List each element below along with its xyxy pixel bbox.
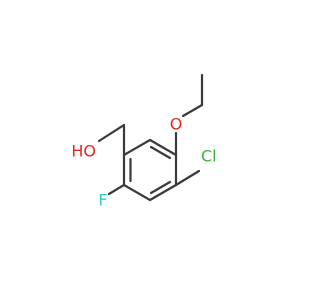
fluorine-label: F [98, 191, 107, 210]
molecule-structure: O Cl F HO [71, 73, 217, 210]
ring-bond-c6-c1 [122, 138, 152, 157]
ring-double-bond-c1-c2 [149, 145, 172, 160]
ring-bond-c4-c5 [122, 183, 152, 202]
chlorine-label: Cl [201, 147, 217, 166]
ring-bond-c1-c2 [148, 138, 178, 157]
bond-o-ch2 [181, 103, 204, 118]
bond-c5-f [107, 183, 126, 196]
oxygen-ether-label: O [170, 115, 183, 134]
bond-c3-cl [174, 169, 201, 187]
ring-double-bond-c3-c4 [149, 180, 172, 195]
ring-bond-c3-c4 [148, 183, 178, 202]
hydroxyl-label: HO [71, 142, 96, 161]
bond-ch2-oh [97, 123, 126, 143]
